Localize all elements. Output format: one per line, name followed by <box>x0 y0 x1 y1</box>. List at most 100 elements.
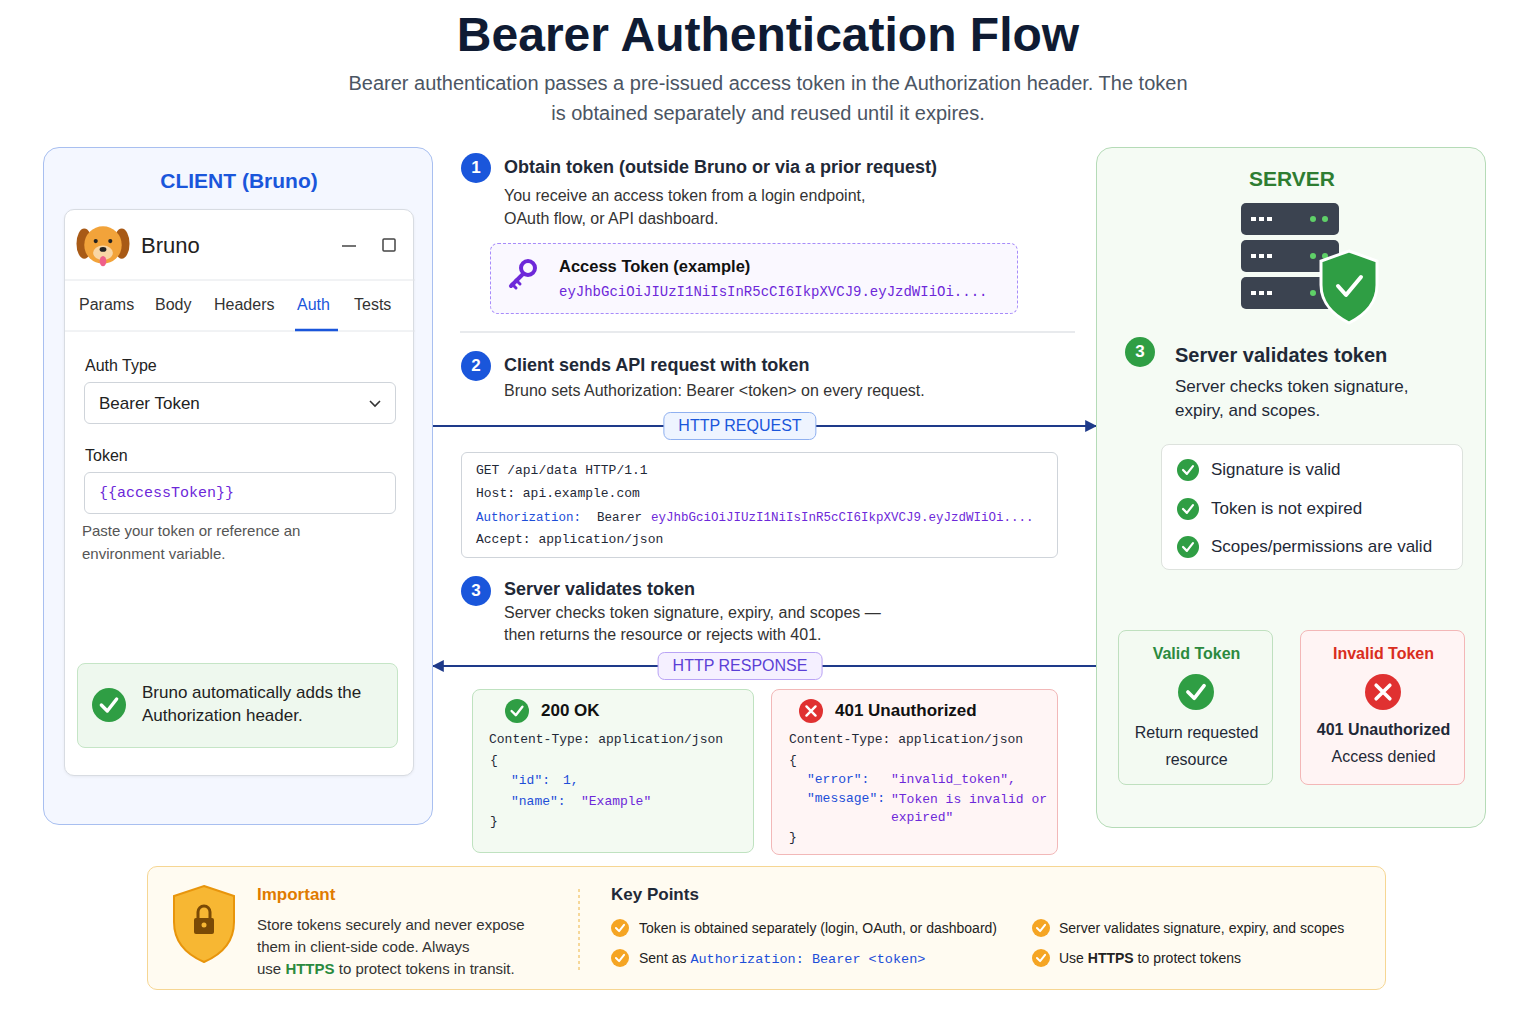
http-request-box: GET /api/data HTTP/1.1Host: api.example.… <box>461 452 1058 558</box>
server-icon <box>1321 251 1377 323</box>
diagram-title: Bearer Authentication Flow <box>0 6 1536 64</box>
cross-icon <box>806 706 815 715</box>
server-icon <box>1251 254 1256 258</box>
ocheck-icon <box>616 955 624 961</box>
http-request-box-text: Host: api.example.com <box>476 486 876 503</box>
node-graphics <box>1177 459 1199 558</box>
access-token-box: Access Token (example) eyJhbGciOiJIUzI1Ni… <box>490 243 1018 314</box>
step-heading: Client sends API request with token <box>504 354 1064 377</box>
access-token-box-text: Access Token (example) <box>559 257 999 277</box>
invalid-token-box: Invalid Token401 UnauthorizedAccess deni… <box>1300 630 1465 785</box>
key-icon <box>512 284 516 288</box>
server-icon <box>1310 216 1316 222</box>
server-icon <box>1259 254 1264 258</box>
line-icon <box>579 889 580 973</box>
valid-token-box-text: Valid Token <box>1119 644 1274 664</box>
invalid-token-box-text: Access denied <box>1301 747 1466 767</box>
line-icon <box>295 330 338 331</box>
validation-checklist-text: Token is not expired <box>1211 498 1456 519</box>
cross-icon <box>1376 685 1390 699</box>
server-icon <box>1259 217 1264 221</box>
token-input-text: {{accessToken}} <box>99 484 379 504</box>
chev-icon <box>370 401 380 406</box>
cross-icon <box>1365 674 1401 710</box>
server-panel: SERVERServer validates tokenServer check… <box>1096 147 1486 828</box>
ok-response-box-text: 200 OK <box>541 700 721 721</box>
server-icon <box>1251 217 1256 221</box>
unauthorized-response-box: 401 UnauthorizedContent-Type: applicatio… <box>771 689 1058 855</box>
node-graphics <box>511 261 535 288</box>
important-panel-text: Use <box>1059 950 1084 966</box>
response-arrow <box>433 665 1096 667</box>
auth-type-select-text: Bearer Token <box>99 393 339 415</box>
important-panel-text: Server validates signature, expiry, and … <box>1059 919 1379 937</box>
ocheck-icon <box>1037 955 1045 961</box>
check-icon <box>1178 674 1214 710</box>
server-icon <box>1310 290 1316 296</box>
box-icon <box>383 239 395 251</box>
node-graphics <box>92 688 126 722</box>
dog-icon <box>108 239 112 243</box>
check-icon <box>1183 543 1193 551</box>
http-request-box-text: Authorization: <box>476 510 596 526</box>
step-heading: Server validates token <box>504 578 904 601</box>
line-icon <box>65 331 415 332</box>
shield-icon <box>194 918 214 934</box>
important-panel-text: to protect tokens <box>1138 950 1242 966</box>
server-icon <box>1251 291 1256 295</box>
dog-icon <box>94 239 98 243</box>
bruno-window-text: Bruno <box>141 232 291 260</box>
server-icon <box>1241 203 1377 323</box>
shield-icon <box>174 886 234 962</box>
unauthorized-response-box-text: { <box>789 753 809 770</box>
check-icon <box>92 688 126 722</box>
server-icon <box>1241 203 1339 235</box>
step-body: Server checks token signature, expiry, a… <box>504 602 899 647</box>
ocheck-icon <box>1032 919 1050 937</box>
check-icon <box>1177 536 1199 558</box>
dog-icon <box>76 226 129 266</box>
server-icon <box>1310 253 1316 259</box>
access-token-box-text: eyJhbGciOiJIUzI1NiIsInR5cCI6IkpXVCJ9.eyJ… <box>559 283 1014 301</box>
client-panel: CLIENT (Bruno)BrunoAuth TypeBearer Token… <box>43 147 433 825</box>
valid-token-box-text: Return requested resource <box>1126 719 1267 773</box>
server-icon <box>1267 217 1272 221</box>
ocheck-icon <box>1032 919 1050 937</box>
server-panel-text: Server checks token signature, expiry, a… <box>1175 375 1450 423</box>
auto-header-note-text: Bruno automatically adds the Authorizati… <box>142 682 387 728</box>
node-graphics <box>370 401 380 406</box>
ok-response-box-text: "Example" <box>581 794 681 811</box>
ok-response-box: 200 OKContent-Type: application/json{"id… <box>472 689 754 853</box>
node-graphics <box>1178 674 1214 710</box>
line-icon <box>65 280 415 281</box>
separator-line <box>460 331 1075 332</box>
line-icon <box>342 246 356 247</box>
node-graphics <box>65 226 415 331</box>
key-icon <box>516 280 520 284</box>
check-icon <box>1178 674 1214 710</box>
ok-response-box-text: { <box>490 753 510 770</box>
auth-type-select: Auth TypeBearer Token <box>84 382 396 424</box>
check-icon <box>1177 498 1199 520</box>
server-panel-text: Server validates token <box>1175 343 1475 368</box>
important-panel: Store tokens securely and never expose t… <box>147 866 1386 990</box>
step-number: 2 <box>461 351 491 381</box>
cross-icon <box>799 699 823 723</box>
line-icon <box>295 329 338 332</box>
ocheck-icon <box>611 949 629 967</box>
server-icon <box>1321 251 1377 323</box>
invalid-token-box-text: Invalid Token <box>1301 644 1466 664</box>
cross-icon <box>1365 674 1401 710</box>
valid-token-box: Valid TokenReturn requested resource <box>1118 630 1273 785</box>
ok-response-box-text: } <box>490 814 510 831</box>
line-icon <box>65 331 415 332</box>
http-request-box-text: eyJhbGciOiJIUzI1NiIsInR5cCI6IkpXVCJ9.eyJ… <box>651 510 1051 526</box>
unauthorized-response-box-text: "invalid_token", <box>891 772 1051 789</box>
http-request-box-text: Accept: application/json <box>476 532 876 549</box>
check-icon <box>1183 505 1193 513</box>
ok-response-box-text: Content-Type: application/json <box>489 732 749 749</box>
server-icon <box>1267 254 1272 258</box>
unauthorized-response-box-text: Content-Type: application/json <box>789 732 1049 749</box>
check-icon <box>1177 536 1199 558</box>
